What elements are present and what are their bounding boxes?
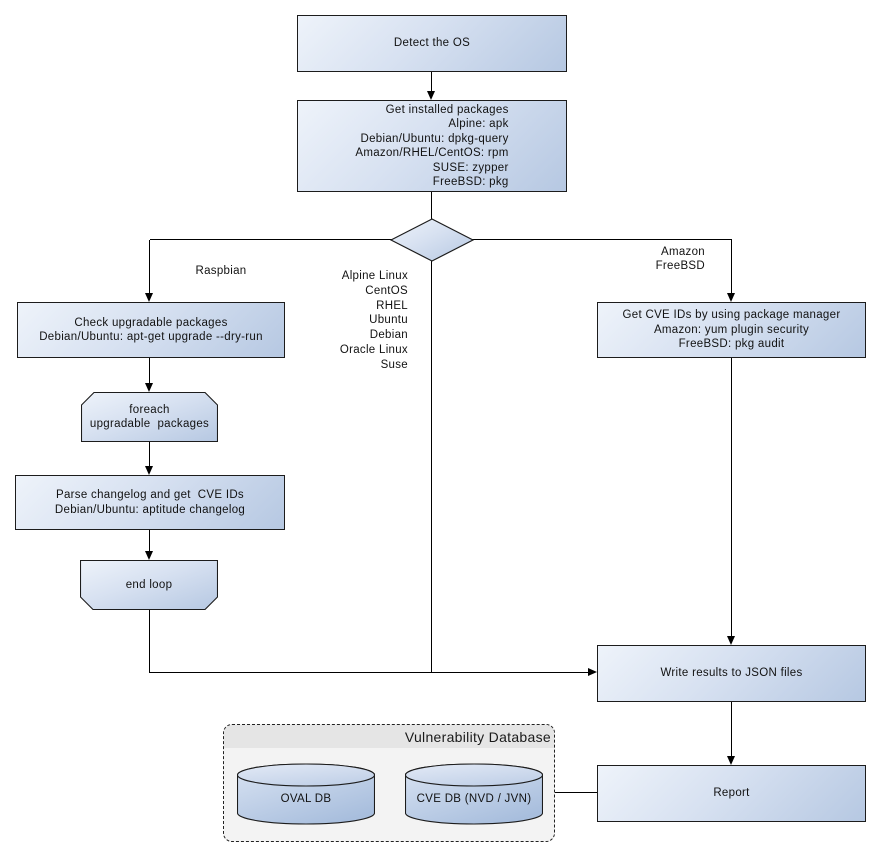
edge-decision-left-arrow-icon xyxy=(145,293,153,302)
edge-decision-left-hline xyxy=(150,239,393,240)
edge-check-to-foreach-arrow-icon xyxy=(145,383,153,392)
edge-write-to-report-arrow-icon xyxy=(727,756,735,765)
node-parse-changelog-label: Parse changelog and get CVE IDs Debian/U… xyxy=(54,489,246,516)
node-write-results-label: Write results to JSON files xyxy=(660,667,803,680)
node-report-label: Report xyxy=(713,787,750,800)
edge-write-to-report-line xyxy=(731,702,732,756)
node-get-cve-ids-by-package-manager-label: Get CVE IDs by using package manager Ama… xyxy=(622,309,841,351)
oval-db-cylinder: OVAL DB xyxy=(237,763,375,825)
node-parse-changelog: Parse changelog and get CVE IDs Debian/U… xyxy=(15,475,285,530)
edge-label-raspbian: Raspbian xyxy=(195,265,247,277)
edge-decision-left-vline xyxy=(149,240,150,293)
node-end-loop: end loop xyxy=(80,560,218,610)
edge-label-os-list: Alpine Linux CentOS RHEL Ubuntu Debian O… xyxy=(339,270,408,371)
edge-cveids-to-write-arrow-icon xyxy=(727,636,735,645)
edge-foreach-to-parse-line xyxy=(149,442,150,466)
node-detect-os: Detect the OS xyxy=(297,15,567,72)
edge-parse-to-endloop-line xyxy=(149,530,150,551)
edge-decision-down-line xyxy=(431,259,432,672)
node-check-upgradable-packages: Check upgradable packages Debian/Ubuntu:… xyxy=(17,302,285,358)
database-cylinder-icon xyxy=(237,763,375,825)
vulnerability-database-title: Vulnerability Database xyxy=(404,728,551,745)
node-os-decision-diamond xyxy=(390,218,474,262)
edge-detect-to-packages-line xyxy=(431,72,432,91)
oval-db-label: OVAL DB xyxy=(280,792,332,805)
edge-label-amazon-freebsd: Amazon FreeBSD xyxy=(655,246,705,272)
edge-decision-right-vline xyxy=(731,240,732,293)
node-end-loop-label: end loop xyxy=(125,578,173,591)
edge-cveids-to-write-line xyxy=(731,358,732,636)
diamond-icon xyxy=(390,218,474,262)
node-foreach-loop-start: foreach upgradable packages xyxy=(81,392,218,442)
node-get-cve-ids-by-package-manager: Get CVE IDs by using package manager Ama… xyxy=(597,302,866,358)
database-cylinder-icon xyxy=(405,763,543,825)
edge-detect-to-packages-arrow-icon xyxy=(427,91,435,100)
edge-to-write-results-arrow-icon xyxy=(588,668,597,676)
node-check-upgradable-packages-label: Check upgradable packages Debian/Ubuntu:… xyxy=(39,316,263,344)
edge-decision-right-hline xyxy=(471,239,732,240)
node-foreach-loop-start-label: foreach upgradable packages xyxy=(89,403,210,431)
edge-cvedb-to-report-line xyxy=(555,792,597,793)
cve-db-label: CVE DB (NVD / JVN) xyxy=(416,792,532,805)
edge-foreach-to-parse-arrow-icon xyxy=(145,466,153,475)
edge-parse-to-endloop-arrow-icon xyxy=(145,551,153,560)
edge-to-write-results-hline xyxy=(149,672,589,673)
edge-check-to-foreach-line xyxy=(149,358,150,383)
node-get-installed-packages-label: Get installed packages Alpine: apk Debia… xyxy=(355,103,509,189)
cve-db-cylinder: CVE DB (NVD / JVN) xyxy=(405,763,543,825)
vulnerability-database-group-header: Vulnerability Database xyxy=(224,725,554,748)
loop-end-shape-icon xyxy=(80,560,218,610)
node-get-installed-packages: Get installed packages Alpine: apk Debia… xyxy=(297,100,567,192)
node-report: Report xyxy=(597,765,866,822)
node-write-results: Write results to JSON files xyxy=(597,645,866,702)
edge-decision-right-arrow-icon xyxy=(727,293,735,302)
node-detect-os-label: Detect the OS xyxy=(393,37,471,50)
loop-start-shape-icon xyxy=(81,392,218,442)
edge-packages-to-decision-line xyxy=(431,192,432,221)
edge-endloop-down-line xyxy=(149,610,150,673)
